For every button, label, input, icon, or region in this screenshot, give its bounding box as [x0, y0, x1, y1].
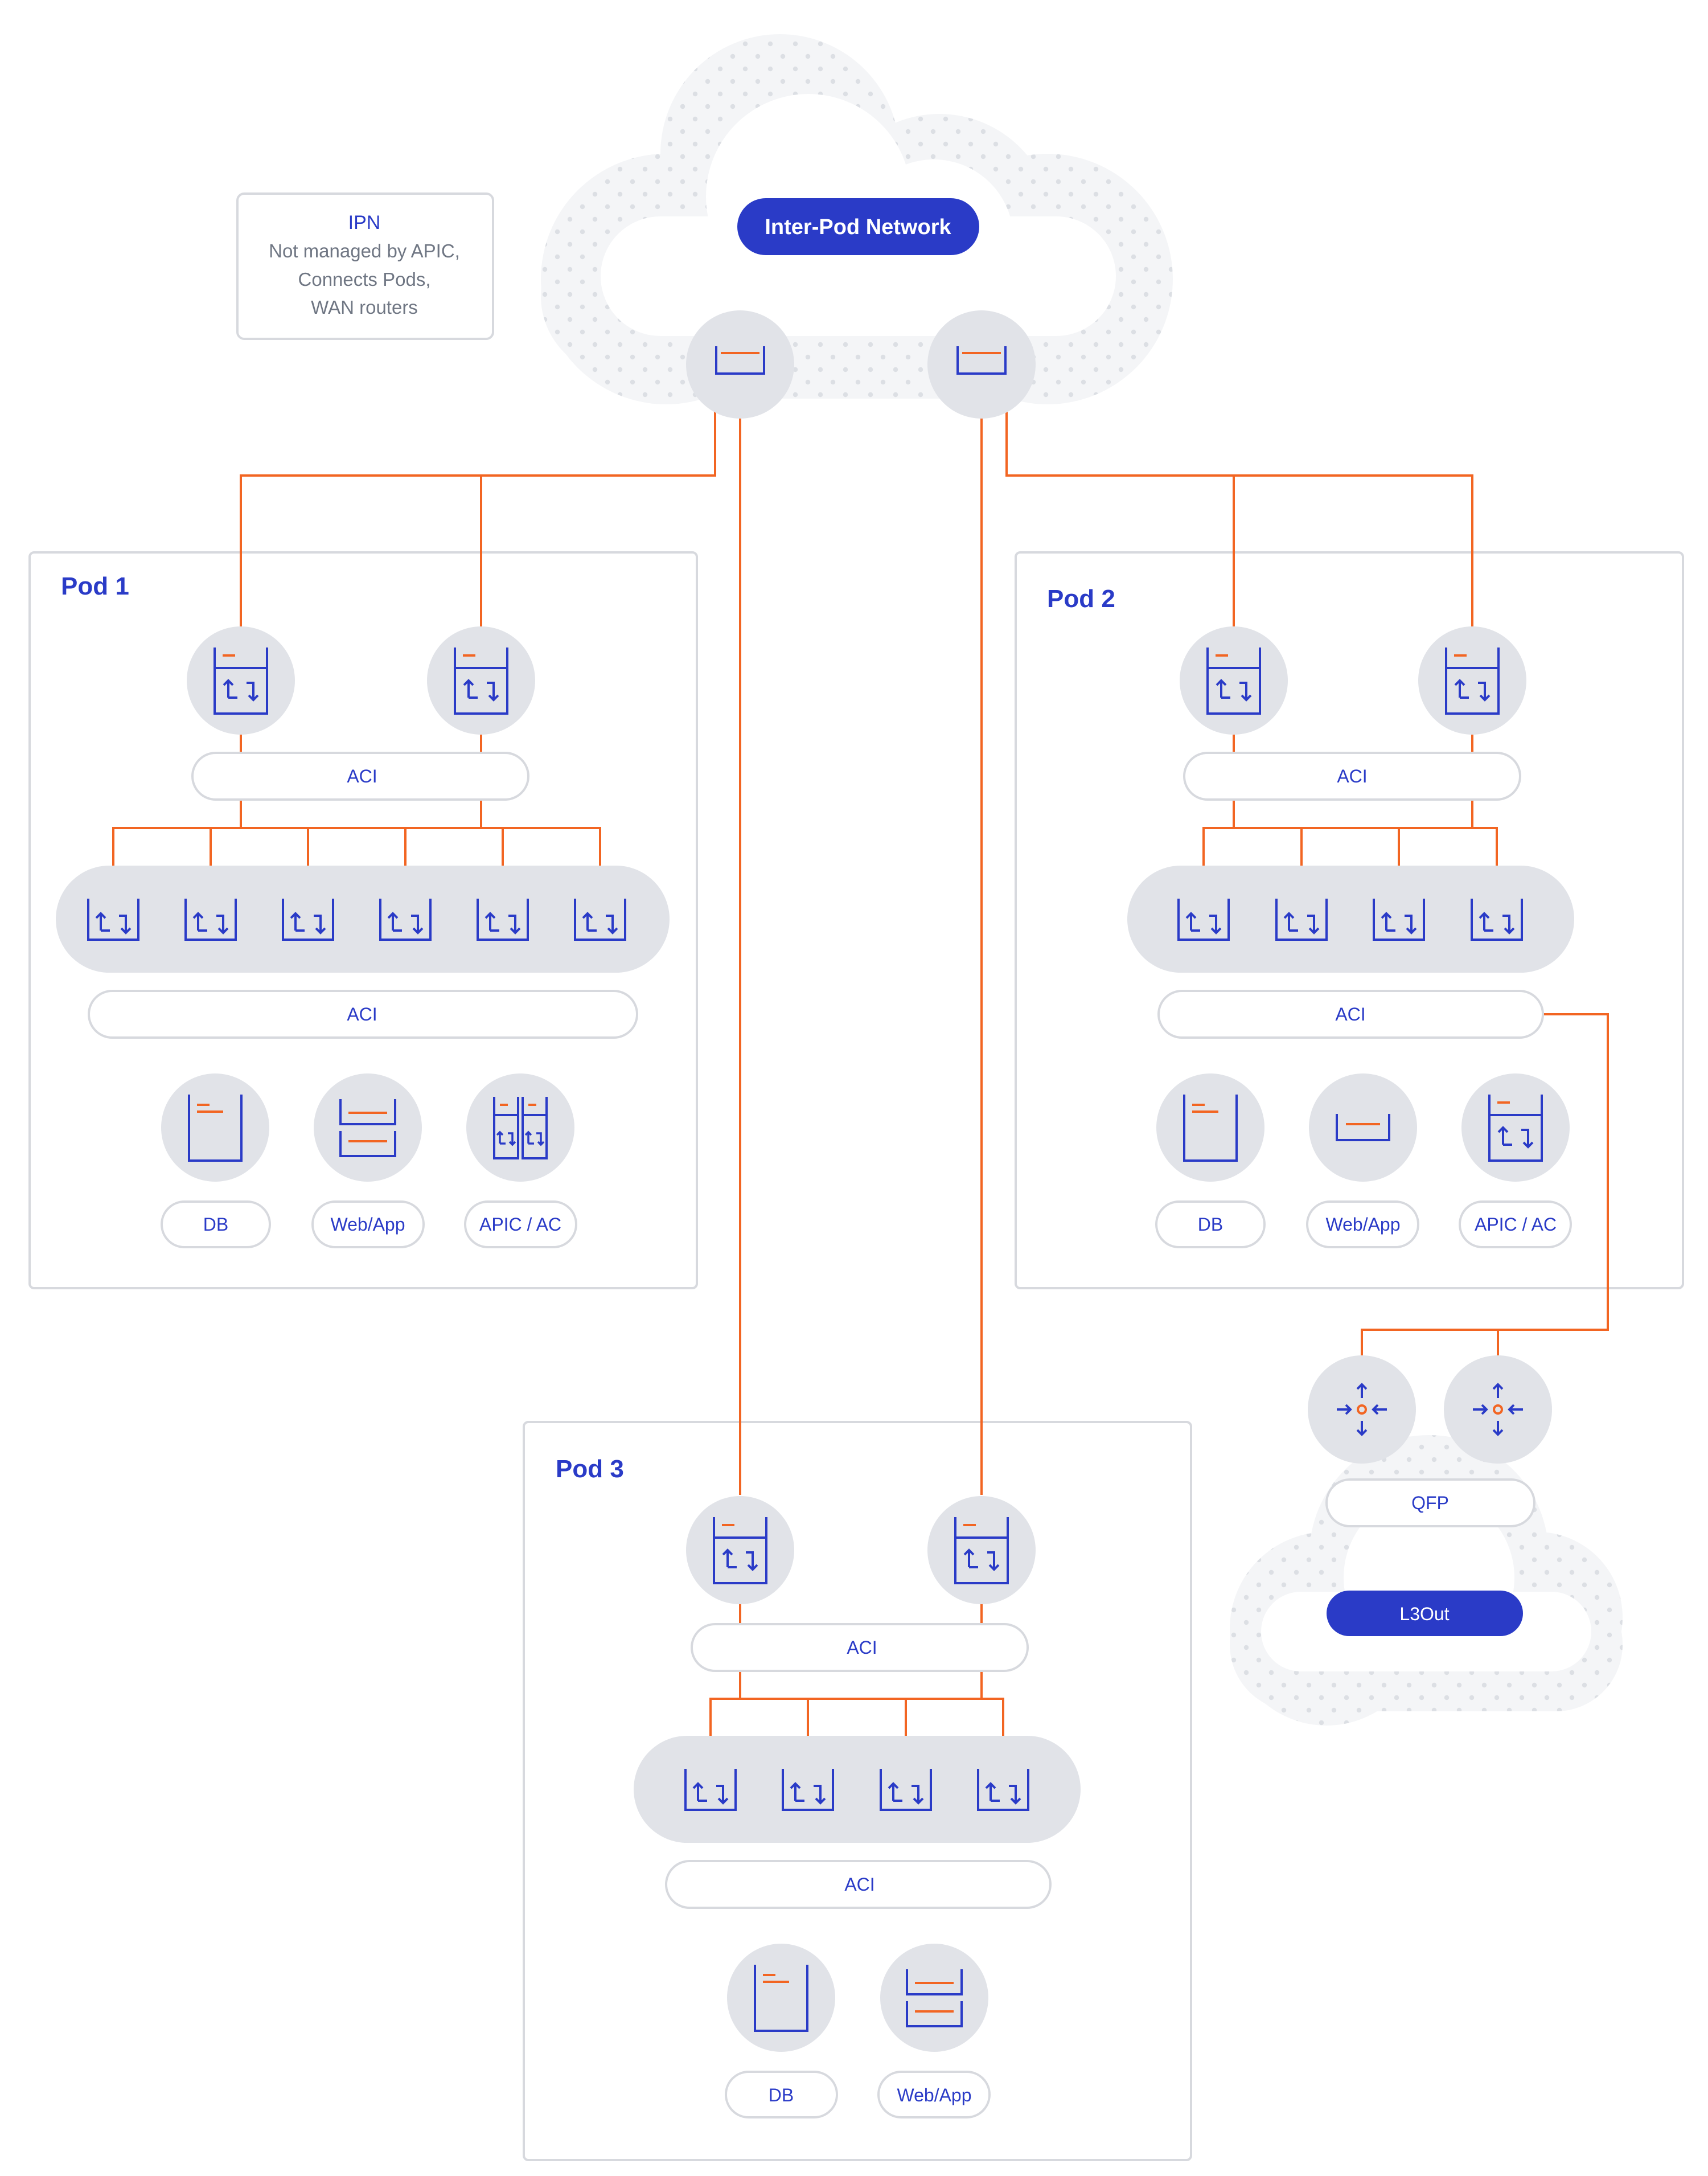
pod3-leaf-bar-label: ACI: [844, 1874, 874, 1895]
endpoint-label-pill: Web/App: [311, 1200, 425, 1248]
endpoint-label-pill: Web/App: [1306, 1200, 1419, 1248]
pod2-frame: [1015, 551, 1684, 1289]
orange-links: [112, 410, 1609, 1736]
ipn-note-line: Connects Pods,: [298, 269, 431, 290]
pod3-spine-bar-label: ACI: [847, 1637, 877, 1658]
endpoint-label-pill: DB: [1155, 1200, 1266, 1248]
inter-pod-network-label: Inter-Pod Network: [765, 215, 951, 239]
pod1-title: Pod 1: [61, 572, 129, 600]
endpoint-label: DB: [203, 1214, 228, 1235]
spine-switch-node[interactable]: [927, 1496, 1036, 1604]
endpoint-label: Web/App: [330, 1214, 405, 1235]
spine-switch-node[interactable]: [187, 626, 295, 735]
pod2-leaf-bar-label: ACI: [1335, 1004, 1365, 1025]
ipn-router-node[interactable]: [686, 310, 794, 419]
endpoint-label-pill: APIC / AC: [464, 1200, 577, 1248]
pod2-leaf-group: [1127, 866, 1574, 973]
external-router-node[interactable]: [1444, 1355, 1552, 1464]
endpoint-label-pill: APIC / AC: [1459, 1200, 1572, 1248]
pod1-frame: [28, 551, 698, 1289]
endpoint-web-app[interactable]: [880, 1944, 988, 2052]
endpoint-label: Web/App: [897, 2085, 971, 2105]
ipn-router-node[interactable]: [927, 310, 1036, 419]
pod2-title: Pod 2: [1047, 585, 1115, 613]
spine-switch-node[interactable]: [1418, 626, 1526, 735]
l3out-label: L3Out: [1399, 1604, 1449, 1624]
l3out-badge[interactable]: L3Out: [1327, 1591, 1523, 1636]
ipn-note-line: WAN routers: [311, 297, 418, 318]
pod2-leaf-bar: ACI: [1157, 990, 1544, 1039]
pod1-leaf-bar-label: ACI: [347, 1004, 377, 1025]
endpoint-label: APIC / AC: [479, 1214, 561, 1235]
spine-switch-node[interactable]: [427, 626, 535, 735]
pod1-leaf-bar: ACI: [88, 990, 638, 1039]
link-pod2-external: [1361, 1013, 1609, 1355]
link-ipn-pod1: [240, 410, 716, 626]
pod1-leaf-group: [56, 866, 670, 973]
pod2-spine-bar-label: ACI: [1337, 766, 1367, 786]
qfp-label: QFP: [1411, 1493, 1449, 1513]
ipn-note-title: IPN: [348, 212, 381, 233]
external-router-node[interactable]: [1308, 1355, 1416, 1464]
endpoint-db[interactable]: [161, 1073, 269, 1182]
endpoint-label: APIC / AC: [1475, 1214, 1557, 1235]
endpoint-label-pill: Web/App: [877, 2071, 991, 2118]
endpoint-web-app[interactable]: [314, 1073, 422, 1182]
pod1-spine-bar-label: ACI: [347, 766, 377, 786]
pod3-title: Pod 3: [556, 1455, 624, 1483]
endpoint-web-app[interactable]: [1309, 1073, 1417, 1182]
spine-switch-node[interactable]: [686, 1496, 794, 1604]
pod3-spine-bar: ACI: [691, 1623, 1029, 1672]
endpoint-label: Web/App: [1325, 1214, 1400, 1235]
endpoint-apic[interactable]: [1461, 1073, 1570, 1182]
spine-switch-node[interactable]: [1180, 626, 1288, 735]
endpoint-label-pill: DB: [161, 1200, 271, 1248]
endpoint-label-pill: DB: [725, 2071, 838, 2118]
endpoint-db[interactable]: [727, 1944, 835, 2052]
inter-pod-network-badge[interactable]: Inter-Pod Network: [737, 198, 979, 255]
endpoint-label: DB: [769, 2085, 794, 2105]
pod3-leaf-group: [634, 1736, 1081, 1843]
pod2-spine-bar: ACI: [1183, 752, 1521, 801]
pod3-frame: [523, 1421, 1192, 2161]
endpoint-apic[interactable]: [466, 1073, 574, 1182]
link-ipn-pod2: [1005, 410, 1473, 626]
qfp-bar: QFP: [1325, 1478, 1535, 1527]
pod1-spine-bar: ACI: [191, 752, 529, 801]
ipn-note-line: Not managed by APIC,: [269, 240, 460, 261]
endpoint-db[interactable]: [1156, 1073, 1264, 1182]
endpoint-label: DB: [1198, 1214, 1223, 1235]
ipn-note: IPN Not managed by APIC, Connects Pods, …: [236, 192, 494, 340]
pod3-leaf-bar: ACI: [665, 1860, 1052, 1909]
